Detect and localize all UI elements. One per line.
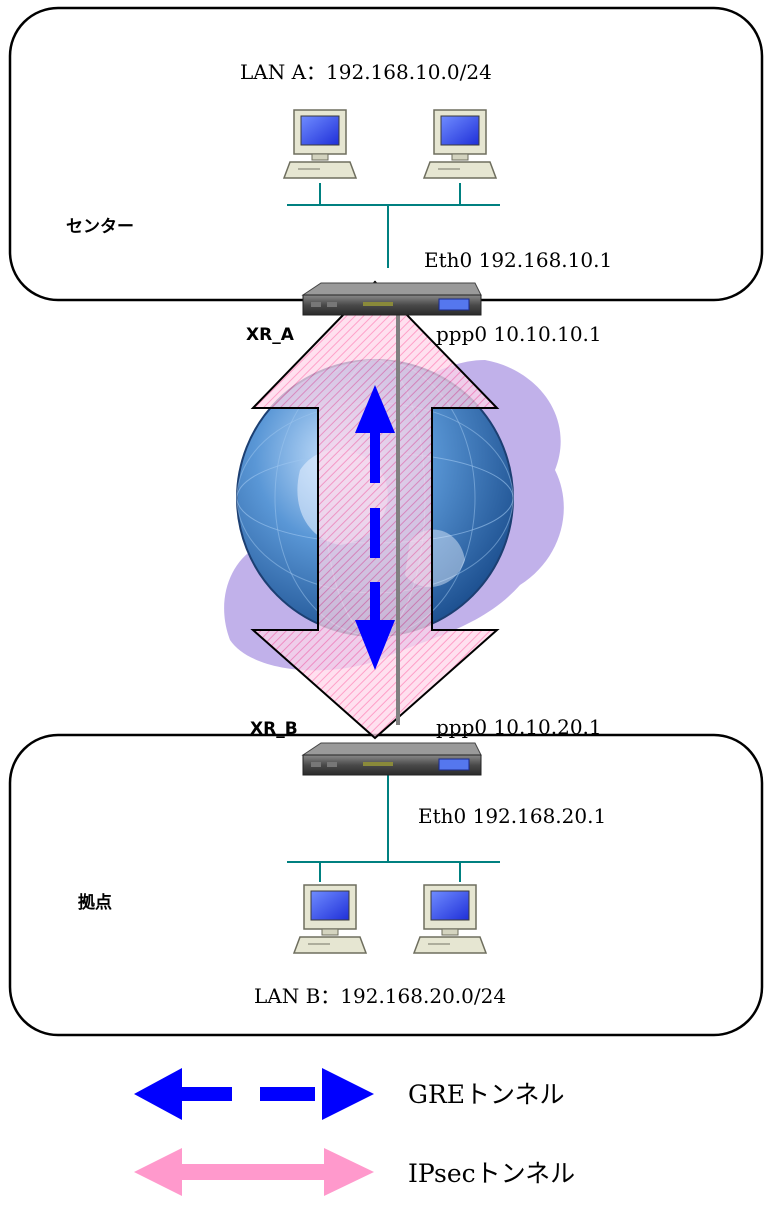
pc-icon bbox=[293, 884, 367, 954]
router-xr-b-name: XR_B bbox=[250, 719, 298, 739]
center-lan-lines bbox=[287, 183, 500, 268]
center-eth-label: Eth0 192.168.10.1 bbox=[424, 248, 612, 272]
pc-icon bbox=[413, 884, 487, 954]
legend-ipsec-label: IPsecトンネル bbox=[408, 1159, 575, 1188]
center-site-name: センター bbox=[66, 217, 134, 237]
branch-lan-box bbox=[8, 733, 764, 1037]
branch-lan-lines bbox=[287, 760, 500, 882]
center-lan-label: LAN A：192.168.10.0/24 bbox=[240, 60, 492, 84]
branch-eth-label: Eth0 192.168.20.1 bbox=[418, 804, 606, 828]
branch-lan-label: LAN B：192.168.20.0/24 bbox=[254, 984, 506, 1008]
pc-icon bbox=[423, 109, 497, 179]
router-xr-a-name: XR_A bbox=[246, 325, 295, 345]
branch-site-name: 拠点 bbox=[78, 892, 112, 913]
center-lan-box bbox=[8, 6, 764, 302]
legend-ipsec-arrow bbox=[134, 1148, 374, 1196]
branch-ppp-label: ppp0 10.10.20.1 bbox=[436, 715, 602, 739]
center-ppp-label: ppp0 10.10.10.1 bbox=[436, 322, 602, 346]
legend-gre-label: GREトンネル bbox=[408, 1080, 565, 1109]
router-xr-a-icon bbox=[302, 282, 482, 316]
gre-tunnel-arrow bbox=[355, 385, 395, 670]
pc-icon bbox=[283, 109, 357, 179]
router-xr-b-icon bbox=[302, 742, 482, 776]
legend-gre-arrow bbox=[134, 1068, 374, 1120]
